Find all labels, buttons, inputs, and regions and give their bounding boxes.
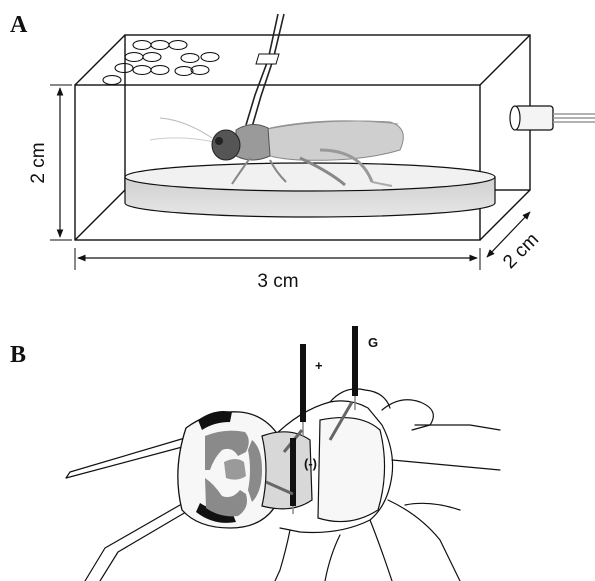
width-dimension: 3 cm [75,248,480,292]
panel-b: B [10,326,500,581]
height-dimension: 2 cm [28,85,72,240]
electrode-wires [246,14,284,127]
panel-a: A [10,12,595,292]
depth-dimension: 2 cm [487,212,543,273]
panel-a-letter: A [10,12,28,38]
air-inlet-tube-icon [510,106,595,130]
cricket-head [178,411,281,528]
panel-b-letter: B [10,342,26,368]
cricket-pronotum [262,418,385,522]
width-label: 3 cm [257,271,298,292]
depth-label: 2 cm [499,229,543,273]
negative-electrode-label: (-) [304,456,317,471]
ground-electrode-label: G [368,335,378,350]
height-label: 2 cm [28,142,49,183]
platform-disc [125,163,495,217]
positive-electrode-label: + [315,358,323,373]
ventilation-holes [103,41,219,85]
cricket-antennae [66,438,186,581]
